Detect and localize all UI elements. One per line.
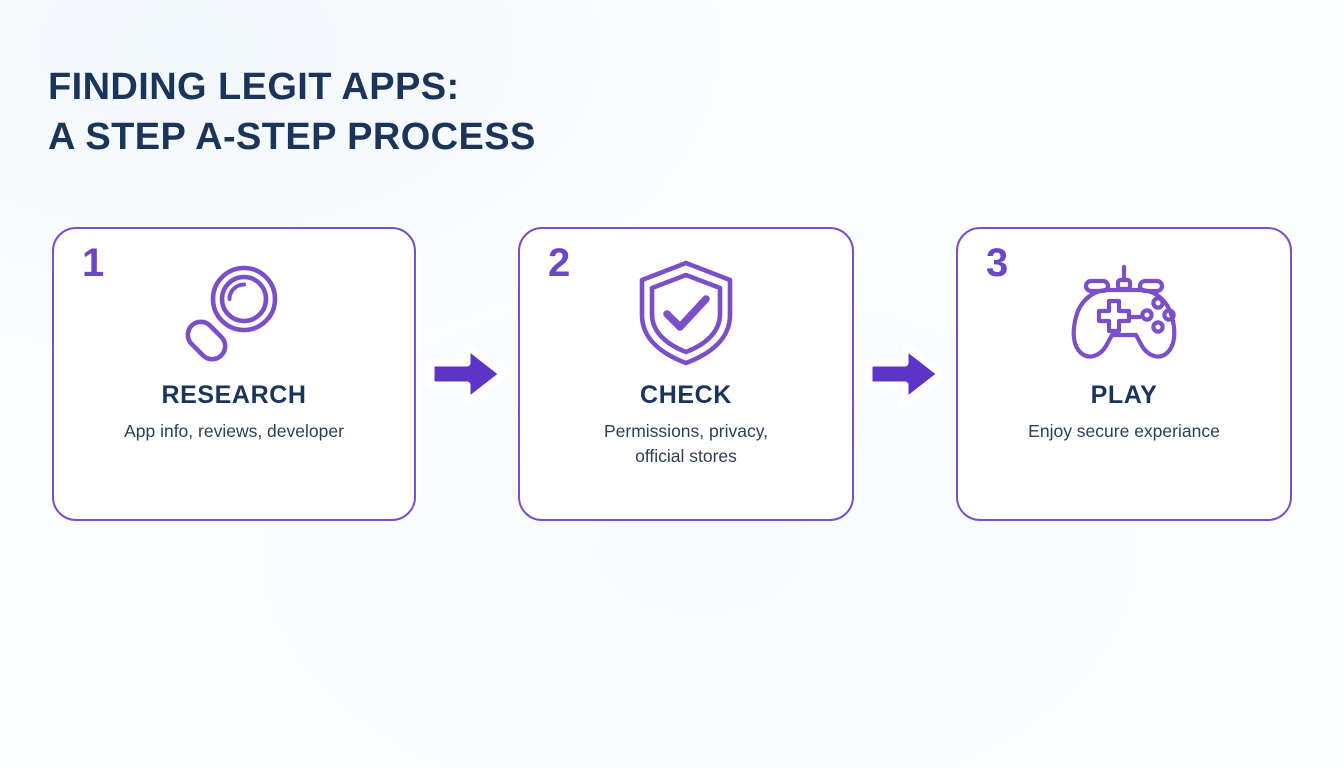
step-number-3: 3 [986, 241, 1009, 285]
step-number-1: 1 [82, 241, 105, 285]
step-card-play[interactable]: 3 PLAY Enjoy [956, 227, 1292, 521]
page-title-line-1: FINDING LEGIT APPS: [48, 66, 460, 108]
step-card-check[interactable]: 2 CHECK Permissions, privacy, official s… [518, 227, 854, 521]
step-card-research[interactable]: 1 RESEARCH App info, reviews, developer [52, 227, 416, 521]
step-subtitle-1: App info, reviews, developer [124, 421, 344, 441]
step-subtitle-3: Enjoy secure experiance [1028, 421, 1220, 441]
arrow-right-icon [424, 337, 510, 411]
arrow-right-icon [862, 337, 948, 411]
magnifying-glass-icon [54, 229, 414, 379]
step-title-3: PLAY [1090, 381, 1158, 409]
process-flow: 1 RESEARCH App info, reviews, developer … [52, 227, 1292, 521]
gamepad-icon [958, 229, 1290, 379]
step-title-1: RESEARCH [161, 381, 307, 409]
step-subtitle-2: Permissions, privacy, official stores [603, 421, 769, 467]
shield-check-icon [520, 229, 852, 379]
page-title-line-2: A STEP A-STEP PROCESS [48, 116, 536, 159]
step-title-2: CHECK [640, 381, 732, 409]
step-number-2: 2 [548, 241, 571, 285]
page-title: FINDING LEGIT APPS: A STEP A-STEP PROCES… [48, 62, 536, 162]
